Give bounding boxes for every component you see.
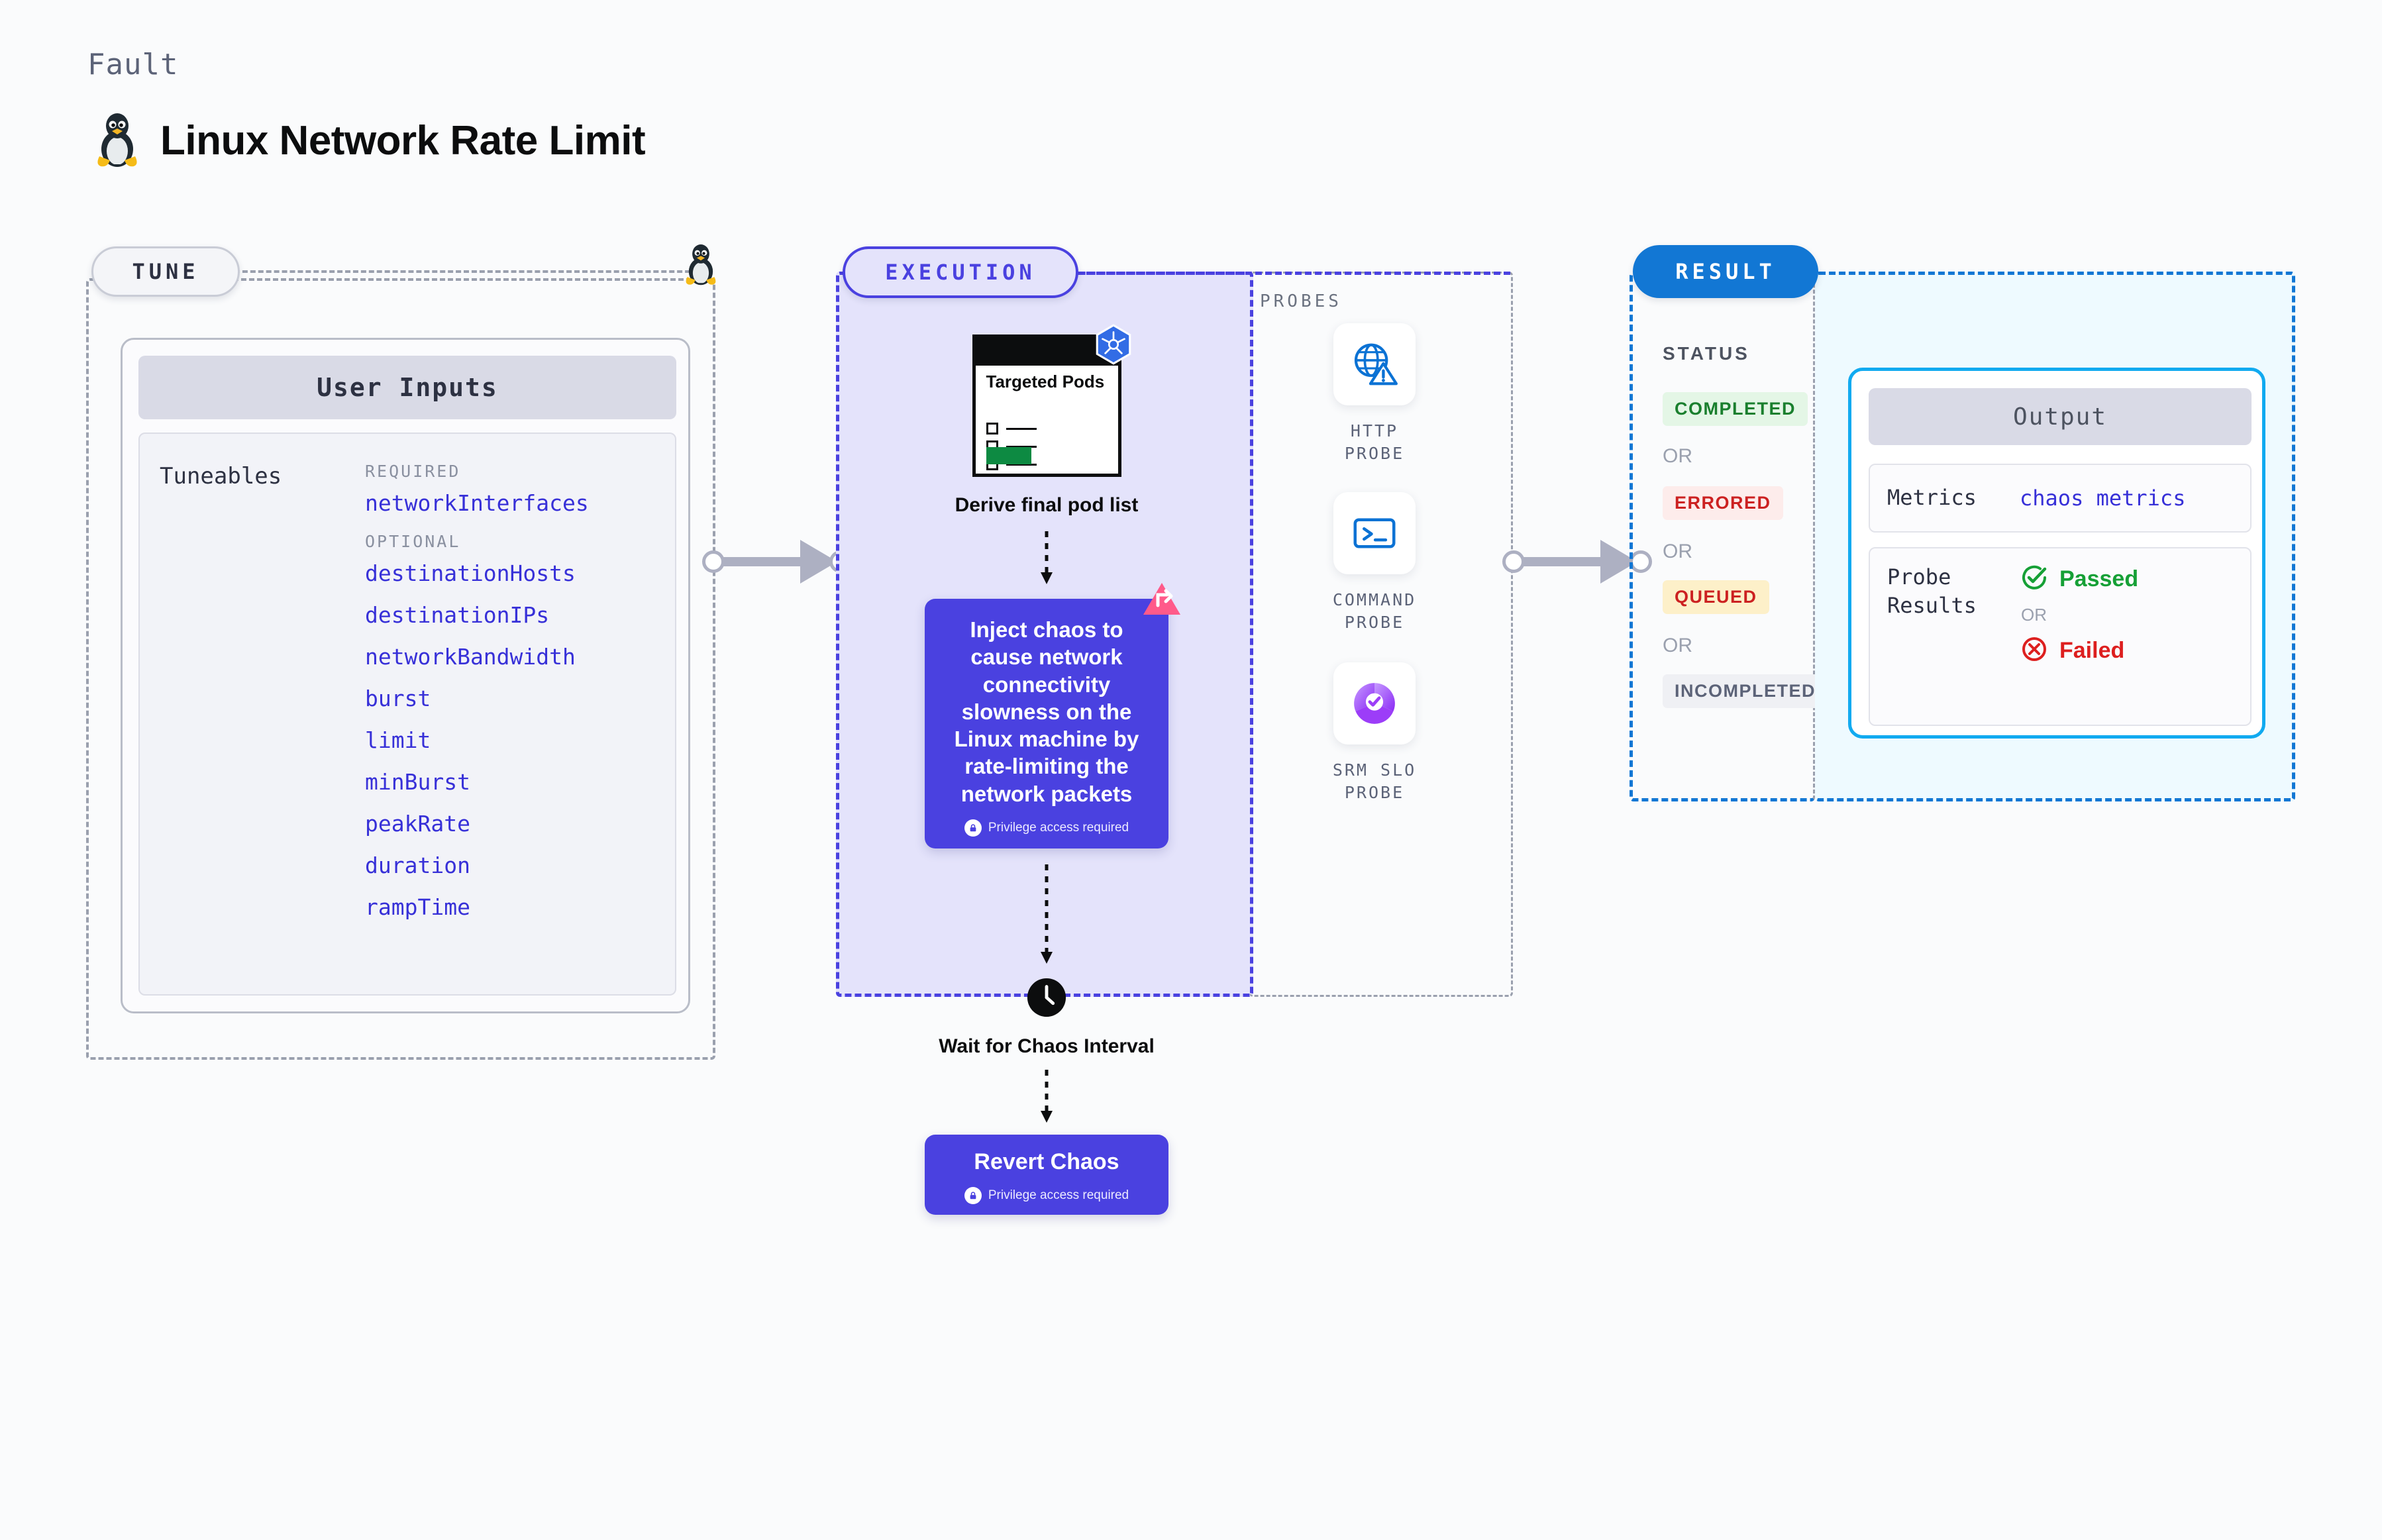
- clock-icon: [1026, 977, 1067, 1018]
- user-inputs-body: Tuneables REQUIRED networkInterfaces OPT…: [138, 433, 676, 996]
- probe-results-key: Probe Results: [1887, 564, 1977, 619]
- targeted-pods-title: Targeted Pods: [986, 372, 1105, 391]
- probe-command[interactable]: COMMAND PROBE: [1318, 492, 1431, 634]
- user-inputs-card: User Inputs Tuneables REQUIRED networkIn…: [121, 338, 690, 1013]
- litmus-chaos-icon: [1142, 582, 1182, 623]
- output-probe-results-row: Probe Results Passed OR: [1869, 547, 2252, 726]
- execution-flow: Targeted Pods: [907, 324, 1186, 1215]
- flow-arrow-down: [1041, 531, 1053, 586]
- probe-results-values: Passed OR Failed: [2020, 563, 2138, 667]
- linux-tux-marker-icon: [682, 244, 719, 289]
- wait-for-chaos-caption: Wait for Chaos Interval: [939, 1035, 1155, 1057]
- tuneable-item[interactable]: destinationHosts: [365, 560, 576, 586]
- derive-pod-list-caption: Derive final pod list: [955, 494, 1139, 516]
- probe-label: SRM SLO PROBE: [1332, 760, 1417, 802]
- privilege-note: Privilege access required: [938, 1186, 1155, 1204]
- flow-arrow-down: [1041, 864, 1053, 965]
- tuneable-item[interactable]: destinationIPs: [365, 602, 550, 628]
- tuneable-item[interactable]: duration: [365, 852, 470, 878]
- fault-title-row: Linux Network Rate Limit: [93, 113, 646, 168]
- tuneable-item[interactable]: networkInterfaces: [365, 490, 589, 516]
- check-circle-icon: [2020, 563, 2049, 595]
- tuneable-item[interactable]: networkBandwidth: [365, 644, 576, 670]
- probe-label: COMMAND PROBE: [1332, 590, 1417, 632]
- tune-panel-border: [86, 278, 715, 1060]
- pod-status-bar: [986, 447, 1031, 464]
- status-label: STATUS: [1663, 343, 1750, 364]
- result-badge: RESULT: [1633, 245, 1818, 298]
- metrics-value[interactable]: chaos metrics: [2020, 486, 2186, 511]
- fault-eyebrow-label: Fault: [87, 48, 179, 81]
- tuneable-item[interactable]: minBurst: [365, 769, 470, 795]
- execution-connector-dash: [1076, 272, 1510, 275]
- tuneable-item[interactable]: burst: [365, 686, 431, 711]
- linux-tux-icon: [93, 113, 142, 168]
- status-badge-queued: QUEUED: [1663, 580, 1769, 614]
- tuneable-item[interactable]: limit: [365, 727, 431, 753]
- probe-srm-slo[interactable]: SRM SLO PROBE: [1318, 662, 1431, 804]
- globe-warning-icon: [1333, 323, 1416, 405]
- status-or-1: OR: [1663, 445, 1692, 467]
- probe-result-failed: Failed: [2020, 635, 2138, 667]
- lock-icon: [964, 1186, 982, 1204]
- probe-result-or: OR: [2021, 605, 2047, 625]
- tuneables-column: REQUIRED networkInterfaces OPTIONAL dest…: [365, 462, 656, 936]
- x-circle-icon: [2020, 635, 2049, 667]
- inject-chaos-text: Inject chaos to cause network connectivi…: [954, 617, 1139, 806]
- privilege-note-text: Privilege access required: [988, 820, 1129, 835]
- tuneables-label: Tuneables: [160, 463, 282, 489]
- tune-badge: TUNE: [91, 246, 240, 297]
- flow-arrow-down: [1041, 1069, 1053, 1124]
- required-section-label: REQUIRED: [365, 462, 461, 481]
- execution-badge: EXECUTION: [843, 246, 1078, 298]
- output-title: Output: [1869, 388, 2252, 445]
- page-title: Linux Network Rate Limit: [160, 117, 646, 164]
- targeted-pods-document: Targeted Pods: [972, 324, 1131, 477]
- status-badge-errored: ERRORED: [1663, 486, 1783, 520]
- inject-chaos-box[interactable]: Inject chaos to cause network connectivi…: [925, 583, 1180, 848]
- probe-label: HTTP PROBE: [1344, 421, 1405, 463]
- output-card: Output Metrics chaos metrics Probe Resul…: [1848, 368, 2265, 739]
- status-badge-incompleted: INCOMPLETED: [1663, 674, 1828, 708]
- tuneable-item[interactable]: rampTime: [365, 894, 470, 920]
- failed-label: Failed: [2059, 638, 2125, 663]
- output-metrics-row: Metrics chaos metrics: [1869, 464, 2252, 533]
- user-inputs-title: User Inputs: [138, 356, 676, 419]
- privilege-note: Privilege access required: [939, 819, 1154, 837]
- terminal-icon: [1333, 492, 1416, 574]
- pod-row: [986, 423, 1037, 435]
- revert-chaos-label: Revert Chaos: [974, 1149, 1119, 1174]
- kubernetes-icon: [1092, 323, 1135, 370]
- privilege-note-text: Privilege access required: [988, 1188, 1129, 1202]
- probe-result-passed: Passed: [2020, 563, 2138, 595]
- tune-panel: [86, 278, 715, 1060]
- lock-icon: [964, 819, 982, 837]
- probe-http[interactable]: HTTP PROBE: [1318, 323, 1431, 465]
- status-or-2: OR: [1663, 540, 1692, 562]
- revert-chaos-box[interactable]: Revert Chaos Privilege access required: [925, 1134, 1168, 1215]
- status-or-3: OR: [1663, 635, 1692, 656]
- optional-section-label: OPTIONAL: [365, 532, 461, 551]
- metrics-key: Metrics: [1887, 485, 1977, 511]
- tuneable-item[interactable]: peakRate: [365, 811, 470, 837]
- status-badge-completed: COMPLETED: [1663, 392, 1808, 426]
- slo-gauge-check-icon: [1333, 662, 1416, 744]
- passed-label: Passed: [2059, 566, 2139, 591]
- probes-title: PROBES: [1260, 291, 1342, 311]
- tune-connector-dash: [234, 270, 698, 273]
